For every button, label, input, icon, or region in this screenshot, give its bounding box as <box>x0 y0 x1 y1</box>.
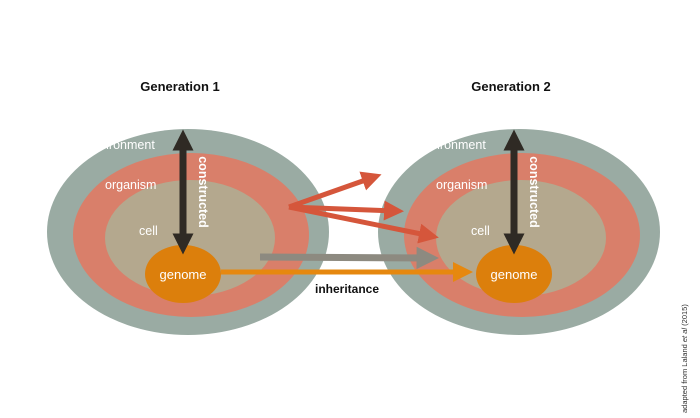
generation-1-title: Generation 1 <box>140 79 219 94</box>
generation-2-genome <box>476 245 552 303</box>
generation-1-environment-label: environment <box>86 138 155 152</box>
gray-cell-to-cell-arrow <box>259 246 439 270</box>
generation-1-cell-label: cell <box>139 224 158 238</box>
credit-suffix: (2015) <box>680 304 689 328</box>
generation-2-constructed-label: constructed <box>527 156 541 228</box>
generation-1-genome-label: genome <box>160 267 207 282</box>
generation-1-group: Generation 1 environment organism cell g… <box>47 79 329 335</box>
niche-arrow-to-organism <box>288 200 404 221</box>
cross-generation-arrows: inheritance <box>221 171 473 296</box>
inheritance-label: inheritance <box>315 282 379 296</box>
niche-arrow-to-environment <box>288 171 382 210</box>
generation-1-constructed-label: constructed <box>196 156 210 228</box>
generation-1-genome <box>145 245 221 303</box>
source-credit: adapted from Laland et al (2015) <box>680 304 689 413</box>
generation-2-group: Generation 2 environment organism cell g… <box>378 79 660 335</box>
generation-2-cell-label: cell <box>471 224 490 238</box>
generation-2-genome-label: genome <box>491 267 538 282</box>
generation-1-organism-label: organism <box>105 178 156 192</box>
credit-italic: et al <box>680 328 689 343</box>
credit-prefix: adapted from Laland <box>680 342 689 413</box>
niche-arrow-to-cell <box>288 204 439 244</box>
generation-2-organism-label: organism <box>436 178 487 192</box>
generation-2-title: Generation 2 <box>471 79 550 94</box>
generation-2-environment-label: environment <box>417 138 486 152</box>
